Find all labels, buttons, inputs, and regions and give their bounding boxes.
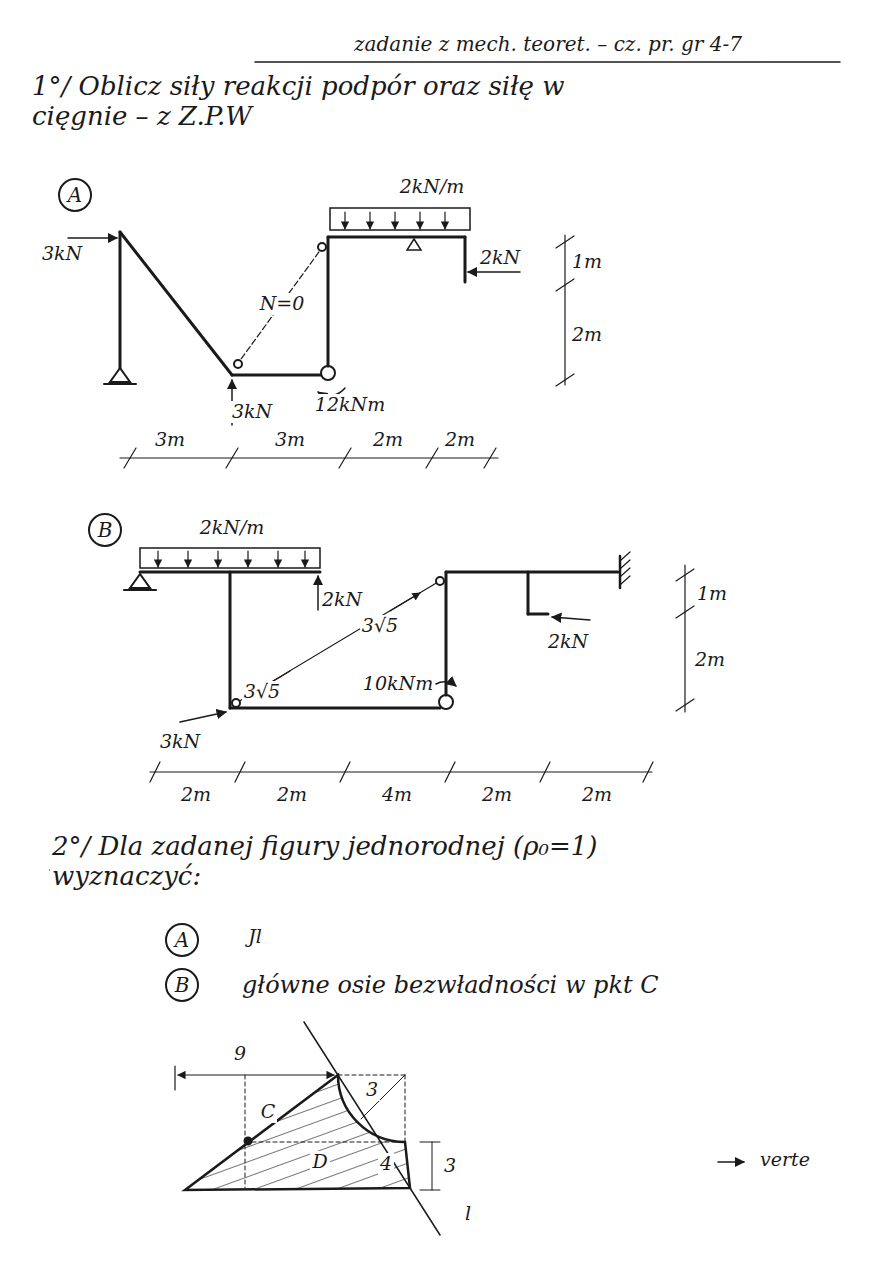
dimension-label: 2kN/m	[398, 176, 467, 198]
dimension-label: 3kN	[158, 731, 202, 753]
dimension-label: 2m	[580, 784, 614, 806]
dimension-label: 2kN	[320, 589, 364, 611]
dimension-label: 3	[364, 1079, 380, 1101]
dimension-label: główne osie bezwładności w pkt C	[240, 972, 661, 1000]
task-text: 1°/ Oblicz siły reakcji podpór oraz siłę…	[30, 72, 634, 132]
dimension-label: D	[310, 1151, 329, 1173]
dimension-label: C	[259, 1101, 278, 1123]
dimension-label: 2m	[275, 784, 309, 806]
dimension-label: 2m	[179, 784, 213, 806]
circled-letter: A	[58, 178, 92, 212]
dimension-label: 3m	[273, 429, 307, 451]
dimension-label: 4m	[380, 784, 414, 806]
dimension-label: 12kNm	[313, 394, 387, 416]
dimension-label: Jl	[246, 926, 264, 948]
circled-letter: B	[165, 968, 199, 1002]
circled-letter: A	[165, 923, 199, 957]
dimension-label: 3√5	[360, 615, 400, 637]
sheet-header: zadanie z mech. teoret. – cz. pr. gr 4-7	[354, 33, 742, 56]
dimension-label: N=0	[258, 293, 307, 315]
dimension-label: verte	[758, 1149, 812, 1171]
dimension-label: 2m	[570, 324, 604, 346]
dimension-label: 2kN	[478, 247, 522, 269]
dimension-label: 2m	[371, 429, 405, 451]
part-letter: A	[68, 185, 82, 205]
dimension-label: 2kN/m	[198, 517, 267, 539]
dimension-label: 9	[232, 1043, 248, 1065]
dimension-label: 2m	[480, 784, 514, 806]
task-text: 2°/ Dla zadanej figury jednorodnej (ρ₀=1…	[50, 832, 634, 892]
dimension-label: 4	[378, 1153, 394, 1175]
dimension-label: 3kN	[40, 243, 84, 265]
dimension-label: 3√5	[242, 681, 282, 703]
part-letter: A	[175, 930, 189, 950]
dimension-label: 2kN	[546, 631, 590, 653]
dimension-label: 1m	[695, 583, 729, 605]
circled-letter: B	[88, 513, 122, 547]
dimension-label: 2m	[693, 649, 727, 671]
dimension-label: 3	[442, 1155, 458, 1177]
dimension-label: 10kNm	[361, 673, 435, 695]
dimension-label: 3kN	[230, 401, 274, 423]
dimension-label: 3m	[153, 429, 187, 451]
dimension-label: 1m	[570, 251, 604, 273]
dimension-label: 2m	[443, 429, 477, 451]
part-letter: B	[98, 520, 113, 540]
part-letter: B	[175, 975, 190, 995]
dimension-label: l	[463, 1203, 473, 1225]
